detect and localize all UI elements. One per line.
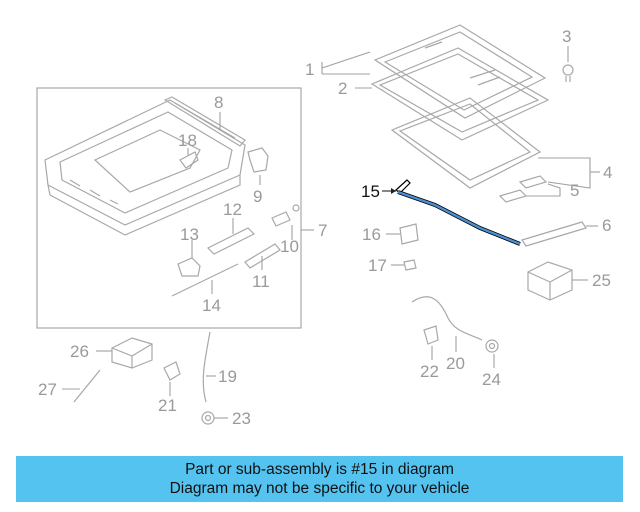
part-5-bracket-a: [518, 175, 548, 189]
part-25-module: [527, 261, 573, 301]
callout-13: 13: [180, 225, 199, 244]
callout-11: 11: [252, 272, 270, 291]
part-11-guide: [244, 243, 281, 269]
part-6-rail: [521, 221, 587, 247]
part-8-bracket: [163, 96, 246, 147]
sunshade-panel: [390, 97, 542, 189]
callout-6: 6: [602, 216, 611, 235]
callout-27: 27: [38, 380, 57, 399]
sunroof-frame: [44, 99, 246, 236]
callout-2: 2: [338, 79, 347, 98]
callout-19: 19: [218, 367, 237, 386]
part-26-motor: [111, 337, 153, 369]
part-19-hose: [202, 331, 211, 403]
callout-14: 14: [202, 296, 221, 315]
callout-22: 22: [420, 362, 439, 381]
callout-20: 20: [446, 354, 465, 373]
glass-seal: [370, 47, 550, 141]
callout-1: 1: [305, 60, 314, 79]
callout-4: 4: [603, 163, 612, 182]
part-3-screw: [562, 64, 574, 82]
callout-3: 3: [562, 27, 571, 46]
part-13-block: [177, 257, 201, 277]
callout-25: 25: [592, 271, 611, 290]
part-18-clip: [179, 151, 199, 169]
callout-23: 23: [232, 409, 251, 428]
callout-17: 17: [368, 256, 387, 275]
callout-5: 5: [570, 181, 579, 200]
callout-15: 15: [361, 182, 380, 201]
notice-line-1: Part or sub-assembly is #15 in diagram: [185, 461, 454, 478]
notice-line-2: Diagram may not be specific to your vehi…: [169, 480, 470, 497]
callout-24: 24: [482, 370, 501, 389]
callout-12: 12: [223, 200, 242, 219]
sunroof-frame-box: [36, 87, 302, 329]
callout-8: 8: [214, 93, 223, 112]
part-23-grommet: [201, 411, 215, 425]
part-17-clip: [403, 259, 417, 271]
diagram-notice-banner: Part or sub-assembly is #15 in diagram D…: [16, 456, 623, 502]
callout-26: 26: [70, 342, 89, 361]
callout-10: 10: [280, 237, 299, 256]
callout-18: 18: [178, 131, 197, 150]
part-20-hose: [411, 296, 483, 341]
part-16-pad: [399, 223, 419, 245]
callout-16: 16: [362, 225, 381, 244]
part-21-clip: [163, 361, 181, 381]
part-15-highlighted: [395, 179, 521, 246]
part-27-rod: [73, 369, 101, 403]
part-24-grommet: [485, 339, 499, 353]
part-14-cable: [171, 263, 239, 297]
glass-panel: [373, 24, 547, 119]
part-5-bracket-b: [498, 189, 528, 203]
part-10-fastener: [271, 204, 300, 227]
part-12-guide: [206, 227, 256, 255]
callout-9: 9: [253, 187, 262, 206]
part-9-bracket: [247, 147, 269, 173]
part-22-bracket: [423, 325, 439, 345]
callout-7: 7: [318, 221, 327, 240]
callout-21: 21: [158, 396, 177, 415]
